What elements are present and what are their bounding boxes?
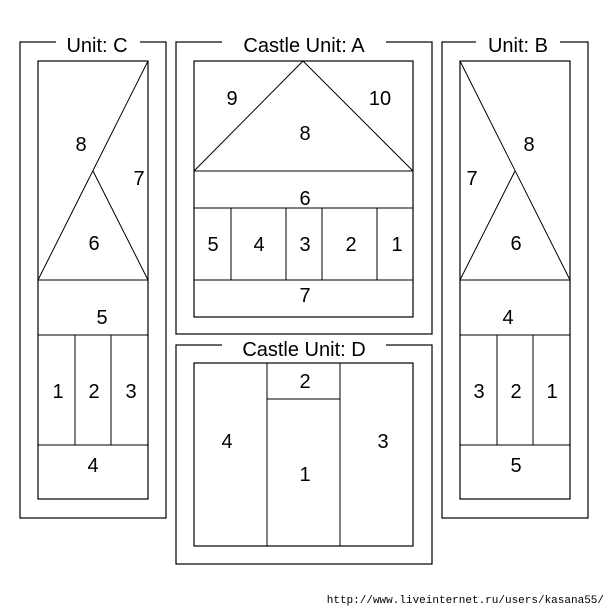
unit-a-roof-right [302, 60, 414, 172]
unit-a-piece-8: 8 [299, 123, 310, 145]
unit-a-title: Castle Unit: A [243, 35, 365, 57]
unit-c-piece-2: 2 [88, 381, 99, 403]
unit-b-piece-8: 8 [523, 134, 534, 156]
unit-a-piece-7: 7 [299, 285, 310, 307]
unit-a-title-bg [222, 34, 386, 52]
unit-c-piece-8: 8 [75, 134, 86, 156]
unit-d-piece-3: 3 [377, 431, 388, 453]
unit-a-piece-5: 5 [207, 234, 218, 256]
unit-d-title-bg [222, 338, 386, 356]
unit-b-triangle-left [459, 170, 516, 281]
unit-c-triangle-right [92, 170, 149, 281]
unit-c: Unit: C 8 7 6 5 1 2 3 4 [19, 34, 167, 519]
unit-b-piece-7: 7 [466, 168, 477, 190]
unit-b-piece-1: 1 [546, 381, 557, 403]
unit-b-piece-4: 4 [502, 307, 513, 329]
unit-d: Castle Unit: D 2 4 3 1 [175, 338, 433, 565]
unit-c-piece-5: 5 [96, 307, 107, 329]
unit-c-diagonal [37, 60, 149, 281]
unit-c-piece-3: 3 [125, 381, 136, 403]
unit-d-piece-4: 4 [221, 431, 232, 453]
unit-b: Unit: B 8 7 6 4 3 2 1 5 [441, 34, 589, 519]
unit-c-title: Unit: C [66, 35, 127, 57]
unit-d-piece-2: 2 [299, 371, 310, 393]
unit-c-piece-6: 6 [88, 233, 99, 255]
unit-a-piece-3: 3 [299, 234, 310, 256]
unit-a-piece-4: 4 [253, 234, 264, 256]
unit-b-title-bg [476, 34, 560, 52]
unit-d-inner-frame [193, 362, 414, 547]
unit-a-piece-1: 1 [391, 234, 402, 256]
unit-c-title-bg [56, 34, 140, 52]
unit-a-piece-6: 6 [299, 188, 310, 210]
unit-c-piece-1: 1 [52, 381, 63, 403]
unit-b-piece-2: 2 [510, 381, 521, 403]
unit-a-piece-2: 2 [345, 234, 356, 256]
unit-d-title: Castle Unit: D [242, 339, 365, 361]
unit-b-piece-3: 3 [473, 381, 484, 403]
unit-a-roof-left [193, 60, 304, 172]
unit-b-title: Unit: B [488, 35, 548, 57]
unit-b-piece-5: 5 [510, 455, 521, 477]
watermark-url: http://www.liveinternet.ru/users/kasana5… [327, 595, 604, 607]
unit-a-piece-10: 10 [369, 88, 391, 110]
unit-c-piece-7: 7 [133, 168, 144, 190]
unit-c-piece-4: 4 [87, 455, 98, 477]
unit-b-diagonal [459, 60, 571, 281]
unit-a: Castle Unit: A 9 10 8 6 5 4 3 2 1 7 [175, 34, 433, 335]
unit-b-piece-6: 6 [510, 233, 521, 255]
unit-a-piece-9: 9 [226, 88, 237, 110]
unit-d-piece-1: 1 [299, 464, 310, 486]
